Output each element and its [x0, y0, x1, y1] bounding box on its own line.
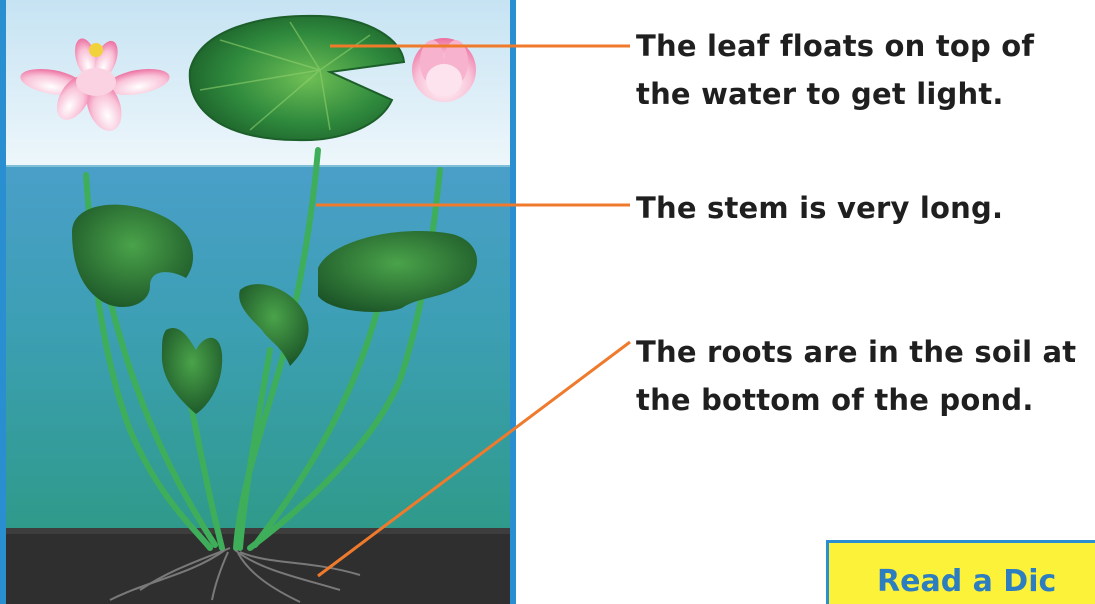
roots-label-line-1: The roots are in the soil at: [636, 328, 1076, 376]
stem-label: The stem is very long.: [636, 184, 1003, 232]
lily-bud: [412, 38, 476, 102]
read-a-diagram-tab: Read a Dic: [826, 540, 1095, 604]
leaf-label: The leaf floats on top of the water to g…: [636, 22, 1034, 118]
leaf-label-line-2: the water to get light.: [636, 70, 1034, 118]
roots-label: The roots are in the soil at the bottom …: [636, 328, 1076, 424]
roots-label-line-2: the bottom of the pond.: [636, 376, 1076, 424]
stem-label-line-1: The stem is very long.: [636, 184, 1003, 232]
leaf-label-line-1: The leaf floats on top of: [636, 22, 1034, 70]
read-a-diagram-tab-text: Read a Dic: [877, 564, 1056, 599]
